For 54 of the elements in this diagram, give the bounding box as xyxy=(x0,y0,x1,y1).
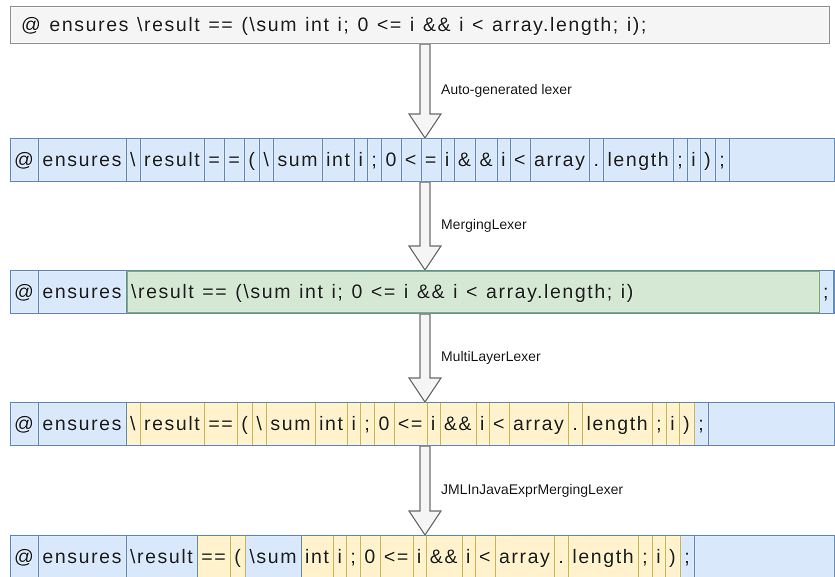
inner-token-box: int xyxy=(302,536,334,577)
inner-token-box: && xyxy=(440,403,478,445)
edge-label: MultiLayerLexer xyxy=(439,348,543,364)
token-row xyxy=(10,138,835,182)
token-box: \sum xyxy=(246,536,302,577)
inner-token-box: ; xyxy=(653,403,668,445)
inner-token-box: i xyxy=(667,403,680,445)
edge-label: MergingLexer xyxy=(439,216,529,232)
inner-token-box: ) xyxy=(680,403,696,445)
inner-token-box: 0 xyxy=(361,536,381,577)
inner-token-box: && xyxy=(426,536,464,577)
inner-token-box: == xyxy=(198,536,232,577)
edge-label: JMLInJavaExprMergingLexer xyxy=(439,480,626,496)
merged-token-box: \result == (\sum int i; 0 <= i && i < array.length; i) xyxy=(126,271,820,313)
inner-token-box: \ xyxy=(253,403,268,445)
inner-token-box: < xyxy=(490,403,510,445)
inner-token-box: i xyxy=(334,536,348,577)
token-row xyxy=(10,535,835,577)
inner-token-box: ) xyxy=(666,536,682,577)
inner-token-box: . xyxy=(555,536,570,577)
token-box: ) xyxy=(701,139,716,181)
block-arrow xyxy=(408,313,442,404)
inner-token-box: result xyxy=(141,403,206,445)
inner-token-box: ( xyxy=(238,403,254,445)
inner-token-box: i xyxy=(477,403,490,445)
inner-token-box: i xyxy=(463,536,476,577)
edge-label: Auto-generated lexer xyxy=(439,81,574,97)
inner-token-box: == xyxy=(205,403,238,445)
inner-token-box: \ xyxy=(126,403,142,445)
inner-token-box: i xyxy=(653,536,666,577)
inner-token-box: array xyxy=(496,536,556,577)
inner-token-box: length xyxy=(569,536,640,577)
inner-token-box: ; xyxy=(639,536,654,577)
inner-token-box: int xyxy=(316,403,348,445)
token-box: \ xyxy=(260,139,274,181)
inner-token-box: 0 xyxy=(375,403,395,445)
inner-token-box: ( xyxy=(231,536,246,577)
inner-token-box: . xyxy=(569,403,584,445)
token-row xyxy=(10,270,835,314)
inner-token-box: i xyxy=(348,403,362,445)
block-arrow xyxy=(408,445,442,536)
inner-token-box: < xyxy=(476,536,496,577)
token-row xyxy=(10,402,835,446)
inner-token-box: array xyxy=(510,403,570,445)
inner-token-box: ; xyxy=(361,403,376,445)
block-arrow xyxy=(408,181,442,272)
inner-token-box: <= xyxy=(394,403,428,445)
inner-token-box: i xyxy=(428,403,441,445)
inner-token-box: ; xyxy=(347,536,362,577)
inner-token-box: sum xyxy=(267,403,316,445)
inner-token-box: length xyxy=(583,403,654,445)
inner-token-box: i xyxy=(414,536,427,577)
block-arrow xyxy=(408,43,442,140)
inner-token-box: <= xyxy=(380,536,414,577)
